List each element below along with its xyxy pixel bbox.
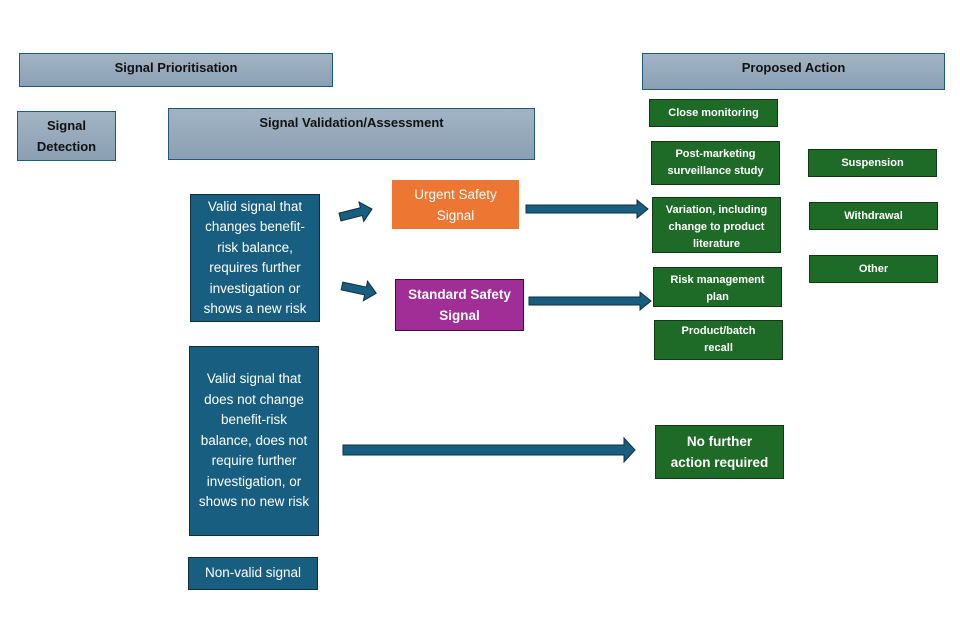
arrow-to-no-further-action <box>342 436 636 464</box>
standard-safety-signal-box: Standard Safety Signal <box>395 279 524 331</box>
action-risk-management-text: Risk management plan <box>670 274 765 303</box>
arrow-standard-to-actions <box>528 290 652 312</box>
action-post-marketing: Post-marketing surveillance study <box>651 141 780 185</box>
valid-signal-no-change-box: Valid signal that does not change benefi… <box>189 346 319 536</box>
action-close-monitoring-text: Close monitoring <box>668 106 759 119</box>
non-valid-signal-text: Non-valid signal <box>204 565 302 581</box>
signal-detection-label: Signal Detection <box>36 118 97 154</box>
non-valid-signal-box: Non-valid signal <box>188 557 318 590</box>
arrow-to-standard <box>340 279 377 302</box>
action-withdrawal: Withdrawal <box>809 202 938 230</box>
action-suspension-text: Suspension <box>841 156 904 169</box>
valid-signal-changes-box: Valid signal that changes benefit-risk b… <box>190 194 320 322</box>
action-other-text: Other <box>858 262 889 275</box>
signal-detection-header: Signal Detection <box>17 111 116 161</box>
signal-prioritisation-label: Signal Prioritisation <box>114 60 238 75</box>
action-risk-management: Risk management plan <box>653 267 782 307</box>
arrow-urgent-to-actions <box>525 198 649 220</box>
proposed-action-label: Proposed Action <box>741 60 846 75</box>
action-product-recall-text: Product/batch recall <box>681 325 756 354</box>
signal-validation-label: Signal Validation/Assessment <box>259 115 444 130</box>
action-withdrawal-text: Withdrawal <box>844 209 903 222</box>
standard-safety-signal-text: Standard Safety Signal <box>408 287 511 323</box>
action-product-recall: Product/batch recall <box>654 320 783 360</box>
signal-prioritisation-header: Signal Prioritisation <box>19 53 333 87</box>
action-no-further: No further action required <box>655 425 784 479</box>
urgent-safety-signal-box: Urgent Safety Signal <box>392 180 519 229</box>
action-close-monitoring: Close monitoring <box>649 99 778 127</box>
action-no-further-text: No further action required <box>670 434 769 470</box>
action-other: Other <box>809 255 938 283</box>
action-variation-text: Variation, including change to product l… <box>665 204 768 250</box>
valid-signal-changes-text: Valid signal that changes benefit-risk b… <box>203 198 307 317</box>
action-post-marketing-text: Post-marketing surveillance study <box>667 148 764 177</box>
action-variation: Variation, including change to product l… <box>652 197 781 253</box>
proposed-action-header: Proposed Action <box>642 53 945 90</box>
signal-validation-header: Signal Validation/Assessment <box>168 108 535 160</box>
arrow-to-urgent <box>338 200 373 223</box>
action-suspension: Suspension <box>808 149 937 177</box>
valid-signal-no-change-text: Valid signal that does not change benefi… <box>198 371 310 510</box>
urgent-safety-signal-text: Urgent Safety Signal <box>414 186 497 223</box>
